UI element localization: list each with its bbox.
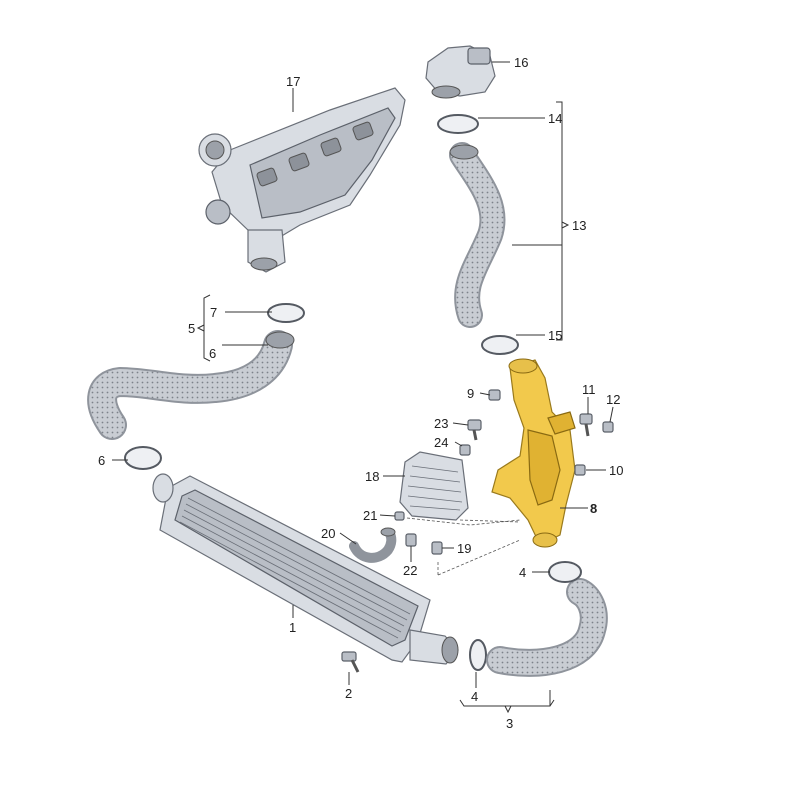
hose-clamp-upper bbox=[437, 114, 479, 134]
callout-12: 12 bbox=[606, 392, 620, 407]
callout-21: 21 bbox=[363, 508, 377, 523]
callout-17: 17 bbox=[286, 74, 300, 89]
callout-11: 11 bbox=[582, 382, 596, 397]
callout-10: 10 bbox=[609, 463, 623, 478]
callout-22: 22 bbox=[403, 563, 417, 578]
callout-4-lower: 4 bbox=[471, 689, 478, 704]
lower-hose bbox=[486, 578, 608, 677]
nut-21 bbox=[394, 511, 405, 521]
callout-1: 1 bbox=[289, 620, 296, 635]
callout-15: 15 bbox=[548, 328, 562, 343]
callout-19: 19 bbox=[457, 541, 471, 556]
part-22 bbox=[405, 533, 417, 547]
hose-clamp-6-lower bbox=[124, 446, 162, 470]
cap-19 bbox=[431, 541, 443, 555]
callout-labels: 17 16 14 13 15 7 5 6 6 1 2 4 3 4 8 9 11 … bbox=[98, 55, 623, 731]
leader-lines bbox=[112, 61, 614, 714]
hose-clamp-7 bbox=[267, 303, 305, 323]
callout-24: 24 bbox=[434, 435, 448, 450]
callout-4-upper: 4 bbox=[519, 565, 526, 580]
callout-18: 18 bbox=[365, 469, 379, 484]
callout-6-upper: 6 bbox=[209, 346, 216, 361]
bolt-23 bbox=[467, 419, 482, 441]
upper-hose bbox=[449, 142, 506, 328]
callout-5: 5 bbox=[188, 321, 195, 336]
left-hose bbox=[87, 330, 295, 440]
nut-12 bbox=[602, 421, 614, 433]
nut-10 bbox=[574, 464, 586, 476]
callout-6-lower: 6 bbox=[98, 453, 105, 468]
callout-23: 23 bbox=[434, 416, 448, 431]
nut-9 bbox=[488, 389, 501, 401]
hose-clamp-4-lower bbox=[469, 639, 487, 671]
bolt-2 bbox=[341, 651, 360, 673]
bolt-11 bbox=[579, 413, 593, 437]
callout-13: 13 bbox=[572, 218, 586, 233]
callout-9: 9 bbox=[467, 386, 474, 401]
callout-16: 16 bbox=[514, 55, 528, 70]
throttle-connector bbox=[425, 45, 496, 99]
callout-20: 20 bbox=[321, 526, 335, 541]
callout-8: 8 bbox=[590, 501, 597, 516]
turbo-manifold bbox=[198, 87, 406, 273]
intercooler bbox=[152, 473, 459, 665]
valve-box bbox=[399, 451, 469, 521]
hose-clamp-15 bbox=[481, 335, 519, 355]
charge-air-pipe-highlighted bbox=[491, 358, 576, 548]
nut-24 bbox=[459, 444, 471, 456]
assembly-lines bbox=[406, 517, 521, 576]
fitting-20 bbox=[349, 527, 397, 563]
callout-3: 3 bbox=[506, 716, 513, 731]
callout-2: 2 bbox=[345, 686, 352, 701]
callout-7: 7 bbox=[210, 305, 217, 320]
hose-clamp-4-upper bbox=[548, 561, 582, 583]
callout-14: 14 bbox=[548, 111, 562, 126]
